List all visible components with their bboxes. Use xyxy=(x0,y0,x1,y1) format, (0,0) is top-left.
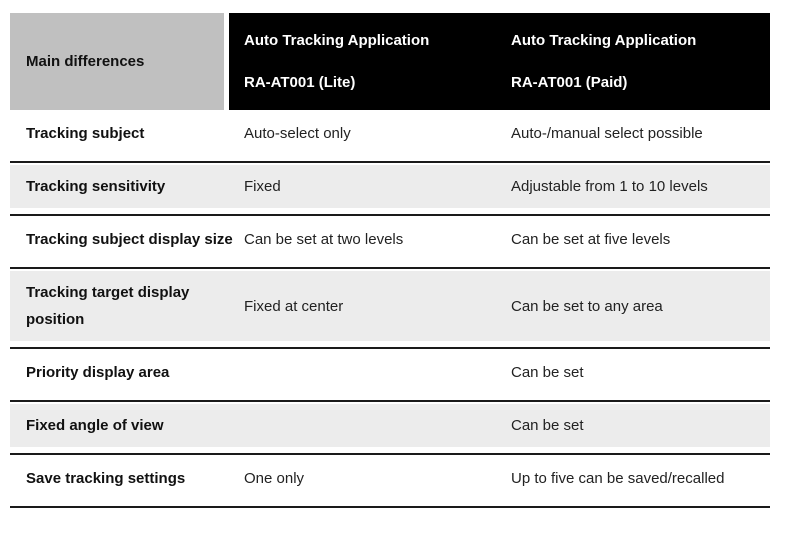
lite-value: Can be set at two levels xyxy=(244,231,404,248)
paid-value: Can be set xyxy=(511,364,584,381)
feature-label: Tracking sensitivity xyxy=(26,178,166,195)
lite-value: Fixed xyxy=(244,178,281,195)
lite-value xyxy=(244,365,511,381)
feature-label: Tracking subject display size xyxy=(26,231,233,248)
feature-label: Priority display area xyxy=(26,364,170,381)
header-paid-column: Auto Tracking Application RA-AT001 (Paid… xyxy=(498,13,770,110)
lite-value: Fixed at center xyxy=(244,297,344,315)
table-header: Main differences Auto Tracking Applicati… xyxy=(10,13,770,110)
feature-label: Tracking target display position xyxy=(26,284,190,328)
paid-value: Can be set at five levels xyxy=(511,231,671,248)
paid-value: Adjustable from 1 to 10 levels xyxy=(511,178,708,195)
paid-value: Can be set to any area xyxy=(511,297,663,315)
paid-value: Can be set xyxy=(511,417,584,434)
feature-label: Save tracking settings xyxy=(26,470,186,487)
paid-value: Up to five can be saved/recalled xyxy=(511,470,725,487)
paid-value: Auto-/manual select possible xyxy=(511,125,703,142)
header-feature-label: Main differences xyxy=(26,53,145,70)
header-lite-column: Auto Tracking Application RA-AT001 (Lite… xyxy=(229,13,498,110)
header-feature-column: Main differences xyxy=(10,13,224,110)
header-paid-app-name: Auto Tracking Application xyxy=(511,31,697,49)
table-row: Tracking subject display size Can be set… xyxy=(10,218,770,269)
lite-value: Auto-select only xyxy=(244,125,351,142)
header-lite-model: RA-AT001 (Lite) xyxy=(244,73,356,91)
feature-label: Tracking subject xyxy=(26,125,145,142)
comparison-table: Main differences Auto Tracking Applicati… xyxy=(10,13,770,508)
header-products-block: Auto Tracking Application RA-AT001 (Lite… xyxy=(229,13,770,110)
lite-value: One only xyxy=(244,470,305,487)
header-divider xyxy=(224,13,229,110)
lite-value xyxy=(244,418,511,434)
table-row: Save tracking settings One only Up to fi… xyxy=(10,457,770,508)
feature-label: Fixed angle of view xyxy=(26,417,164,434)
table-row: Tracking subject Auto-select only Auto-/… xyxy=(10,112,770,163)
header-paid-model: RA-AT001 (Paid) xyxy=(511,73,628,91)
table-row: Fixed angle of view Can be set xyxy=(10,404,770,455)
table-row: Tracking target display position Fixed a… xyxy=(10,271,770,349)
header-lite-app-name: Auto Tracking Application xyxy=(244,31,430,49)
table-row: Priority display area Can be set xyxy=(10,351,770,402)
table-row: Tracking sensitivity Fixed Adjustable fr… xyxy=(10,165,770,216)
